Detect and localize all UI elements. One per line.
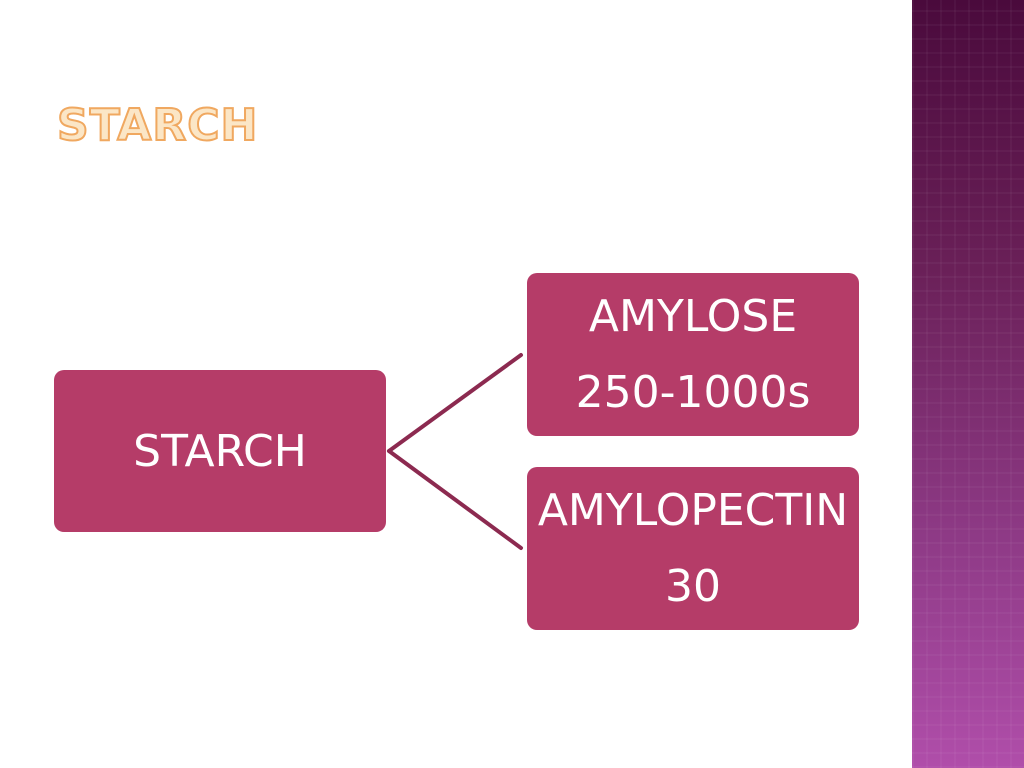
node-amylopectin-label: AMYLOPECTIN [537,484,849,536]
node-amylopectin: AMYLOPECTIN 30 [527,467,859,630]
node-amylose-value: 250-1000s [575,366,811,418]
node-amylose: AMYLOSE 250-1000s [527,273,859,436]
slide-title: STARCH [56,100,259,151]
node-amylose-label: AMYLOSE [588,290,798,342]
node-amylopectin-value: 30 [665,560,721,612]
node-starch: STARCH [54,370,386,532]
connector-line-amylose [387,353,523,453]
connector-line-amylopectin [387,449,523,550]
node-starch-label: STARCH [133,425,307,477]
decorative-side-bar [912,0,1024,768]
